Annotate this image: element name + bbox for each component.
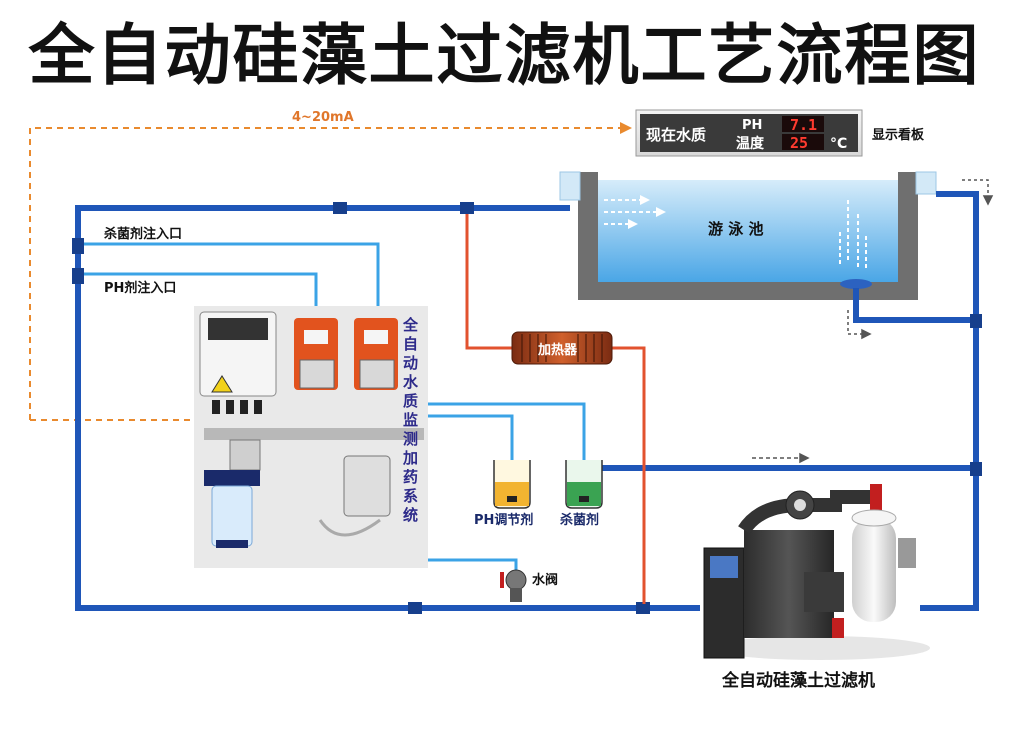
system-label-char: 全: [402, 316, 419, 334]
swimming-pool: [559, 171, 937, 300]
display-caption: 显示看板: [872, 127, 925, 143]
display-temp-unit: °C: [830, 136, 847, 152]
system-label-char: 质: [403, 392, 418, 410]
filter-machine-label: 全自动硅藻土过滤机: [721, 670, 875, 691]
ph-tank-label: PH调节剂: [474, 512, 533, 528]
system-label-char: 自: [403, 335, 418, 353]
display-temp-label: 温度: [736, 135, 765, 152]
diatomite-filter-machine: [703, 484, 930, 660]
signal-line: [29, 122, 632, 421]
system-vertical-label: 全自动水质监测加药系统: [402, 316, 419, 524]
disinfectant-inlet-label: 杀菌剂注入口: [104, 226, 182, 242]
heater-line: [465, 214, 646, 604]
valve-label: 水阀: [532, 572, 558, 588]
heater-label: 加热器: [537, 342, 578, 358]
ph-tank: [493, 460, 531, 509]
heater: [511, 331, 613, 365]
pool-label: 游 泳 池: [708, 220, 763, 238]
system-label-char: 统: [403, 506, 418, 524]
disinfectant-tank-label: 杀菌剂: [560, 512, 599, 528]
display-temp-value: 25: [790, 134, 808, 152]
disinfectant-tank: [565, 460, 603, 509]
page-title: 全自动硅藻土过滤机工艺流程图: [28, 17, 981, 94]
system-label-char: 监: [403, 411, 418, 429]
system-label-char: 水: [403, 373, 419, 391]
display-board: [635, 109, 863, 157]
water-valve: [500, 569, 527, 602]
system-label-char: 药: [403, 468, 418, 486]
display-ph-value: 7.1: [790, 116, 817, 134]
dosing-system-panel: [194, 306, 428, 568]
system-label-char: 测: [403, 430, 418, 448]
main-pipe-loop: [75, 191, 979, 611]
system-label: 全自动水质监测加药系统: [402, 316, 419, 524]
system-label-char: 动: [403, 354, 418, 372]
system-label-char: 加: [402, 449, 418, 467]
ph-inlet-label: PH剂注入口: [104, 280, 176, 296]
system-label-char: 系: [403, 487, 418, 505]
display-quality-label: 现在水质: [646, 126, 706, 144]
pipe-fittings: [72, 202, 982, 614]
display-ph-label: PH: [742, 118, 762, 133]
flow-arrows: [752, 179, 994, 464]
signal-label: 4~20mA: [292, 110, 354, 125]
